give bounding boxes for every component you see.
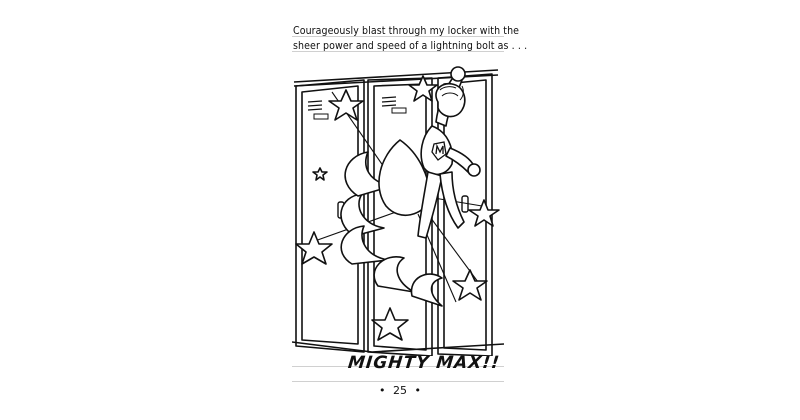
caption-line-2: sheer power and speed of a lightning bol… [293, 40, 528, 52]
page-number-prefix: • [379, 384, 386, 397]
superhero-bursting-from-locker-icon [292, 56, 504, 356]
page-number-value: 25 [393, 384, 407, 397]
page-number: • 25 • [374, 384, 426, 397]
mighty-max-title: MIGHTY MAX!! [347, 353, 502, 373]
caption-text: Courageously blast through my locker wit… [293, 24, 528, 54]
caption-line-1: Courageously blast through my locker wit… [293, 25, 520, 37]
page-number-suffix: • [414, 384, 422, 397]
